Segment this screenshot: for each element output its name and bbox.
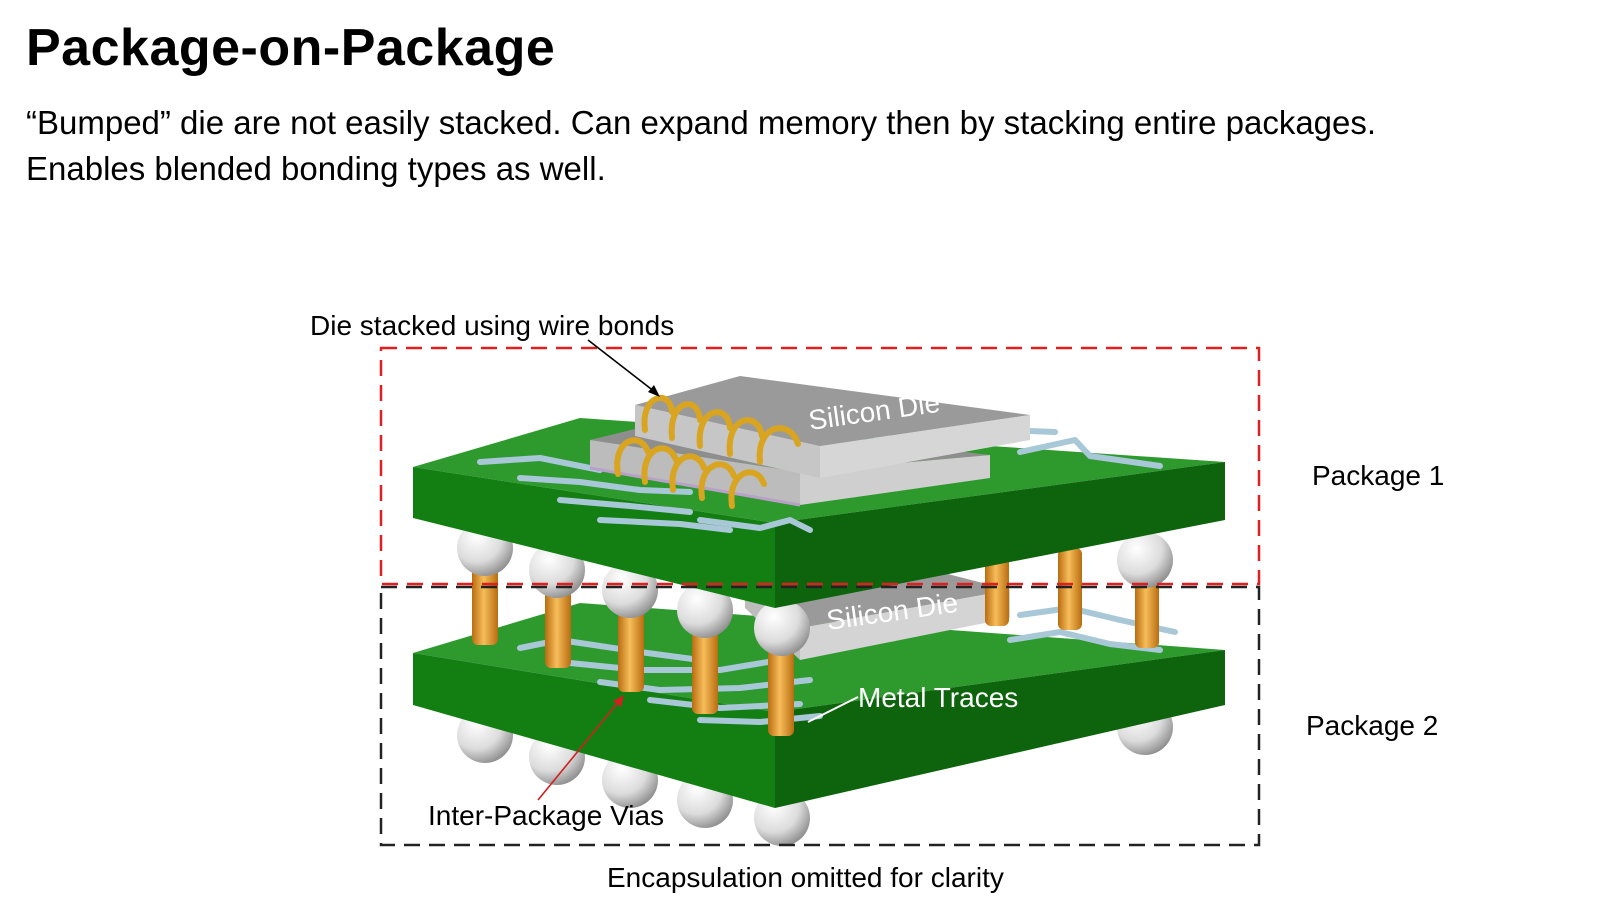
vias-arrowhead <box>613 695 624 707</box>
solder-ball <box>677 582 733 638</box>
wire-bonds-arrowhead <box>648 385 660 397</box>
subtitle-line-2: Enables blended bonding types as well. <box>26 150 606 187</box>
diagram-caption: Encapsulation omitted for clarity <box>607 862 1004 893</box>
slide-subtitle: “Bumped” die are not easily stacked. Can… <box>26 100 1376 192</box>
metal-traces-label: Metal Traces <box>858 682 1018 713</box>
wire-bond <box>614 437 651 477</box>
metal-trace <box>1017 437 1163 469</box>
package-2-outline <box>379 585 1261 847</box>
metal-traces-leader <box>807 696 859 723</box>
via-pillar <box>472 555 498 645</box>
top-substrate-front <box>413 467 775 608</box>
via-pillar <box>692 622 718 714</box>
wire-bond <box>726 417 765 457</box>
vias-leader <box>537 699 621 801</box>
top-solder-balls <box>457 520 1173 656</box>
metal-trace <box>557 497 693 515</box>
wire-bond <box>756 425 801 465</box>
top-substrate-side <box>775 462 1225 608</box>
slide-title: Package-on-Package <box>26 19 556 77</box>
lower-die-side <box>800 455 990 505</box>
top-die-stack <box>589 376 1030 507</box>
die-attach-line <box>589 466 801 507</box>
top-metal-traces <box>477 427 1163 533</box>
metal-trace <box>697 713 823 725</box>
subtitle-line-1: “Bumped” die are not easily stacked. Can… <box>26 104 1377 141</box>
inter-package-vias <box>472 548 1159 736</box>
metal-trace <box>1007 629 1163 653</box>
metal-trace <box>477 455 603 473</box>
metal-trace <box>557 657 783 673</box>
silicon-die-side <box>820 415 1030 478</box>
via-pillar <box>1058 548 1082 630</box>
wire-bonds-leader <box>587 339 656 393</box>
wire-bond <box>641 445 679 485</box>
wire-bonds-label: Die stacked using wire bonds <box>310 310 675 341</box>
via-pillar <box>545 578 571 668</box>
bottom-die-side <box>800 590 1010 660</box>
package-1-outline <box>379 346 1261 586</box>
solder-ball <box>754 600 810 656</box>
wire-bond <box>668 401 703 441</box>
wire-bond <box>698 461 737 501</box>
metal-trace <box>697 517 813 533</box>
wire-bonds <box>614 394 801 509</box>
lower-die-front <box>590 440 800 505</box>
silicon-die-top <box>635 376 1030 446</box>
solder-ball <box>1117 532 1173 588</box>
via-pillar <box>768 642 794 736</box>
metal-trace <box>597 517 733 533</box>
metal-trace <box>517 475 693 495</box>
wire-bond <box>641 394 675 433</box>
package-2-label: Package 2 <box>1306 710 1439 741</box>
solder-ball <box>602 562 658 618</box>
package-1-label: Package 1 <box>1312 460 1445 491</box>
bottom-substrate-side <box>775 650 1225 808</box>
inter-package-vias-label: Inter-Package Vias <box>428 800 665 831</box>
wire-bond <box>669 453 707 493</box>
wire-bond <box>696 409 733 449</box>
via-pillar <box>618 600 644 692</box>
metal-trace <box>517 637 703 663</box>
wire-bond <box>728 469 767 509</box>
